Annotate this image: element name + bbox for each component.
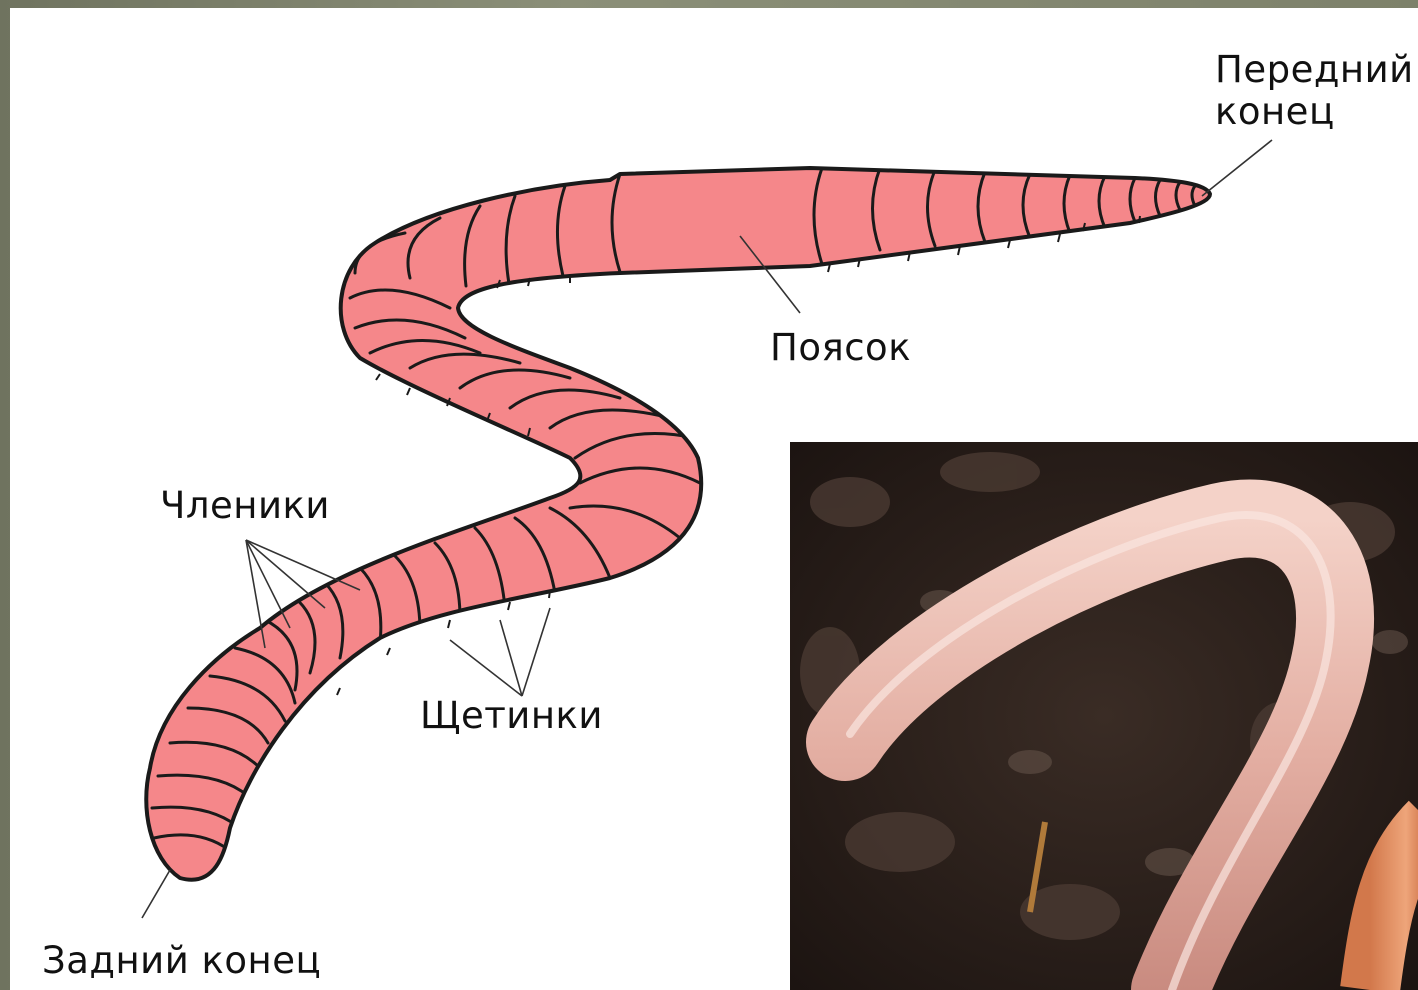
segments-leader-2 — [246, 540, 290, 628]
label-front-end-line2: конец — [1215, 92, 1335, 132]
label-front-end-line1: Передний — [1215, 50, 1414, 90]
diagram-canvas: Передний конец Поясок Членики Щетинки За… — [10, 8, 1418, 990]
label-segments: Членики — [160, 486, 330, 526]
label-clitellum: Поясок — [770, 328, 911, 368]
setae-leader-3 — [522, 608, 550, 696]
rear-end-leader — [142, 870, 170, 918]
label-rear-end: Задний конец — [42, 941, 321, 981]
segments-leader-4 — [246, 540, 360, 590]
earthworm-photo-drawing — [790, 442, 1418, 990]
label-setae: Щетинки — [420, 696, 603, 736]
setae-leader-1 — [450, 640, 522, 696]
earthworm-photo — [790, 442, 1418, 990]
front-end-leader — [1202, 140, 1272, 196]
setae-leader-2 — [500, 620, 522, 696]
segments-leader-3 — [246, 540, 325, 608]
